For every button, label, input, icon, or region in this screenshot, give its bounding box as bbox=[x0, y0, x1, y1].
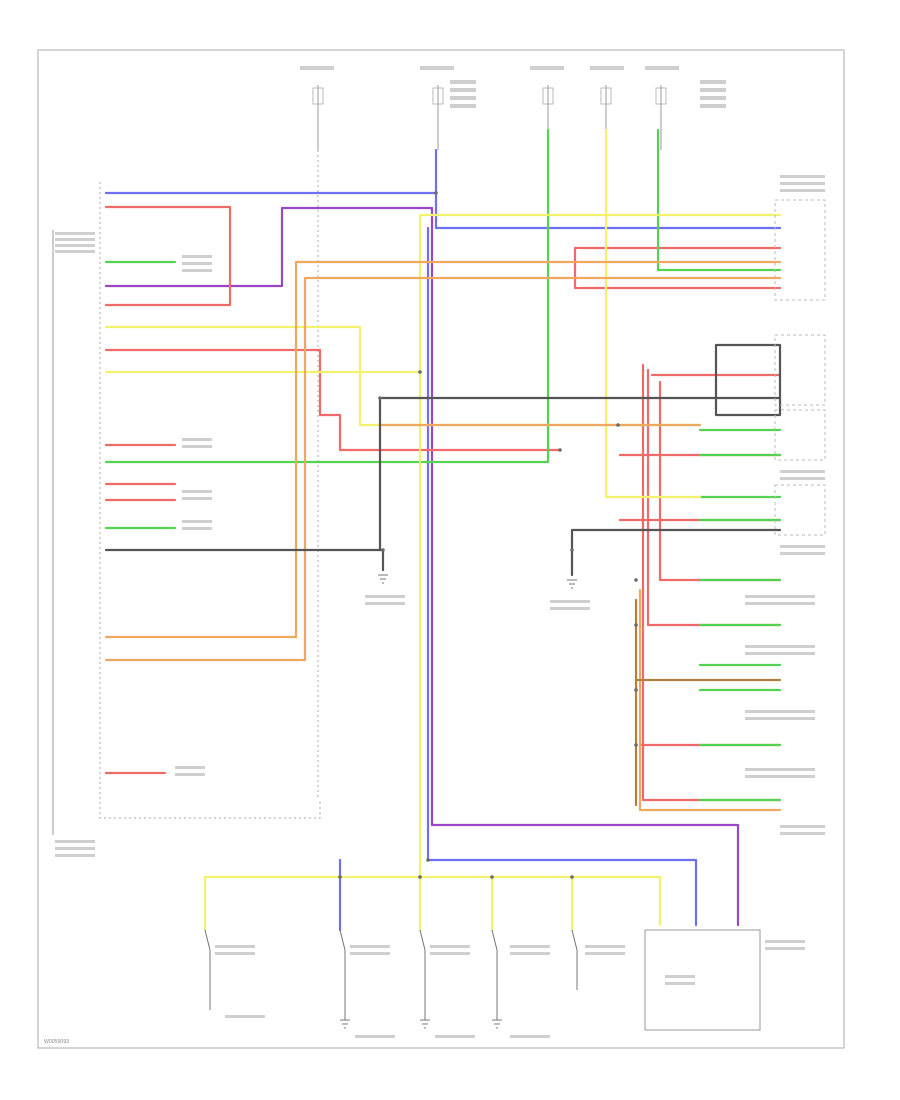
illegible-labels bbox=[55, 66, 825, 1038]
wires bbox=[104, 128, 782, 932]
control-module-outline bbox=[99, 182, 321, 819]
junction-dots bbox=[338, 191, 638, 879]
fuse-feeds bbox=[312, 85, 667, 800]
diagram-frame bbox=[37, 49, 845, 1049]
bottom-switches bbox=[204, 929, 761, 1031]
figure-code: W0059093 bbox=[44, 1039, 69, 1045]
ground-symbols bbox=[378, 574, 577, 589]
right-connectors bbox=[774, 199, 826, 536]
